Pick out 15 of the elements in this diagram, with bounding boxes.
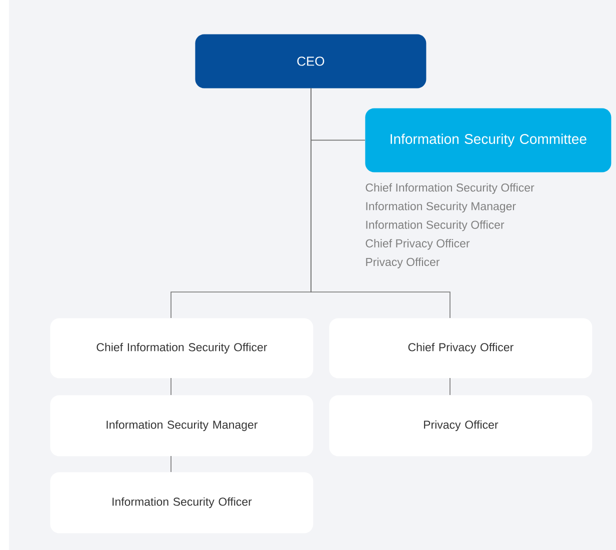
role-box: Chief Information Security Officer xyxy=(50,318,314,378)
committee-box: Information Security Committee xyxy=(365,108,612,172)
member-name: Chief Privacy Officer xyxy=(366,239,470,250)
role-box: Privacy Officer xyxy=(329,395,592,456)
executive-box: CEO xyxy=(195,34,426,88)
member-name: Information Security Officer xyxy=(366,220,504,232)
connector-line xyxy=(170,456,172,472)
role-box: Chief Privacy Officer xyxy=(329,318,592,378)
member-name: Privacy Officer xyxy=(366,258,440,268)
connector-line xyxy=(170,378,172,396)
connector-line xyxy=(310,88,450,318)
member-name: Chief Information Security Officer xyxy=(366,183,534,194)
role-box: Information Security Manager xyxy=(50,395,314,456)
member-name: Information Security Manager xyxy=(366,202,516,213)
role-box: Information Security Officer xyxy=(50,472,314,534)
